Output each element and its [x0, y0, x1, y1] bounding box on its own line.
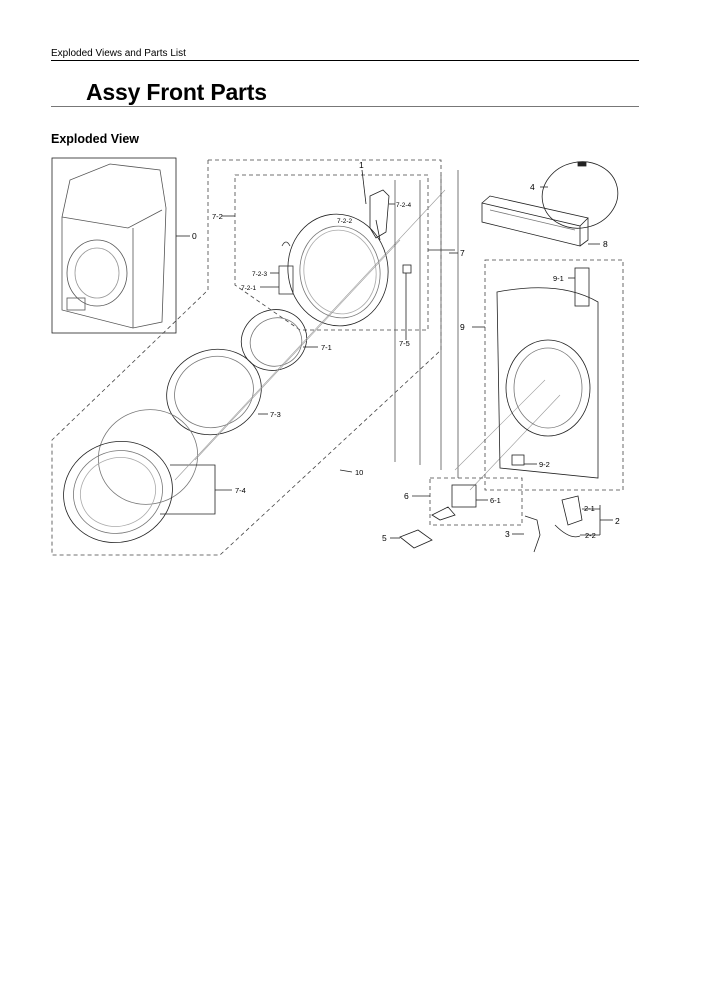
callout-7-2-2: 7-2-2: [337, 218, 353, 225]
callout-3: 3: [505, 529, 510, 539]
part-5-plate: [399, 529, 433, 549]
callout-7-4: 7-4: [235, 486, 246, 495]
part-0-washer-cabinet: [51, 157, 190, 334]
callout-7-5: 7-5: [399, 339, 410, 348]
callout-7-2: 7-2: [212, 212, 223, 221]
callout-7: 7: [460, 248, 465, 258]
callout-4: 4: [530, 182, 535, 192]
callout-2-1: 2-1: [584, 504, 595, 513]
part-1-hinge: [361, 169, 395, 241]
callout-6-1: 6-1: [490, 496, 501, 505]
part-3-bracket: [524, 515, 541, 553]
callout-7-2-3: 7-2-3: [252, 271, 268, 278]
callout-9-2: 9-2: [539, 460, 550, 469]
callout-9: 9: [460, 322, 465, 332]
section-header: Exploded Views and Parts List: [51, 48, 186, 59]
callout-1: 1: [359, 160, 364, 170]
callout-0: 0: [192, 231, 197, 241]
callout-7-3: 7-3: [270, 410, 281, 419]
callout-7-1: 7-1: [321, 343, 332, 352]
callout-5: 5: [382, 533, 387, 543]
part-7-3-glass-frame: [166, 348, 268, 436]
part-7-4-outer-door: [63, 409, 232, 544]
callout-9-1: 9-1: [553, 274, 564, 283]
callout-2: 2: [615, 516, 620, 526]
callout-2-2: 2-2: [585, 531, 596, 540]
callout-10: 10: [355, 468, 363, 477]
callout-6: 6: [404, 491, 409, 501]
callout-7-2-1: 7-2-1: [241, 285, 257, 292]
part-2-assembly: [554, 495, 613, 538]
part-7-2-door-frame: [287, 213, 389, 327]
callout-8: 8: [603, 239, 608, 249]
part-4-top-cover: [540, 161, 619, 229]
section-subtitle: Exploded View: [51, 132, 139, 146]
callout-7-2-4: 7-2-4: [396, 202, 412, 209]
part-6-1-lock: [431, 484, 488, 521]
part-9-front-panel: [496, 267, 599, 479]
header-rule: [51, 60, 639, 61]
title-rule: [51, 106, 639, 107]
part-8-control-panel: [481, 195, 600, 247]
page-title: Assy Front Parts: [86, 79, 267, 105]
